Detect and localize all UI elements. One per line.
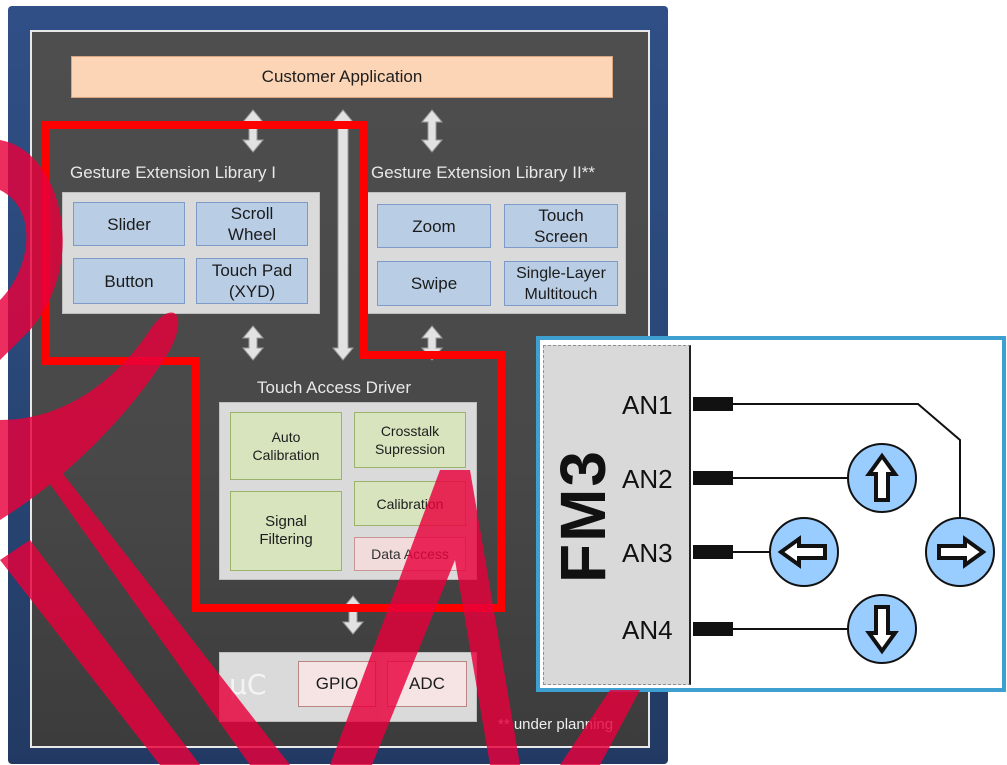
- arrow-lib1-driver: [241, 325, 265, 361]
- library2-title: Gesture Extension Library II**: [371, 163, 595, 182]
- pin-an2-terminal: [693, 471, 733, 485]
- arrow-app-lib2: [420, 109, 444, 153]
- slider-box: Slider: [73, 202, 185, 246]
- down-arrow-icon: [865, 605, 899, 655]
- pin-an4-label: AN4: [622, 615, 673, 645]
- pin-an3-terminal: [693, 545, 733, 559]
- pin-an1-terminal: [693, 397, 733, 411]
- touch-pad-box: Touch Pad (XYD): [196, 258, 308, 304]
- left-arrow-icon: [777, 535, 827, 569]
- zoom-box: Zoom: [377, 204, 491, 248]
- pin-an2-label: AN2: [622, 464, 673, 494]
- wire-an1: [733, 403, 961, 518]
- customer-application-box: Customer Application: [71, 56, 613, 98]
- fm3-chip-label: FM3: [547, 449, 619, 583]
- swipe-box: Swipe: [377, 261, 491, 306]
- auto-calibration-box: Auto Calibration: [230, 412, 342, 480]
- touch-screen-box: Touch Screen: [504, 204, 618, 248]
- right-arrow-icon: [937, 535, 987, 569]
- pin-an3-label: AN3: [622, 538, 673, 568]
- button-box: Button: [73, 258, 185, 304]
- pin-an1-label: AN1: [622, 390, 673, 420]
- library1-title: Gesture Extension Library I: [70, 163, 276, 182]
- single-layer-multitouch-box: Single-Layer Multitouch: [504, 261, 618, 306]
- pin-an4-terminal: [693, 622, 733, 636]
- up-arrow-icon: [865, 452, 899, 502]
- driver-title: Touch Access Driver: [257, 378, 411, 397]
- crosstalk-supression-box: Crosstalk Supression: [354, 412, 466, 468]
- scroll-wheel-box: Scroll Wheel: [196, 202, 308, 246]
- fm3-chip: [543, 345, 691, 685]
